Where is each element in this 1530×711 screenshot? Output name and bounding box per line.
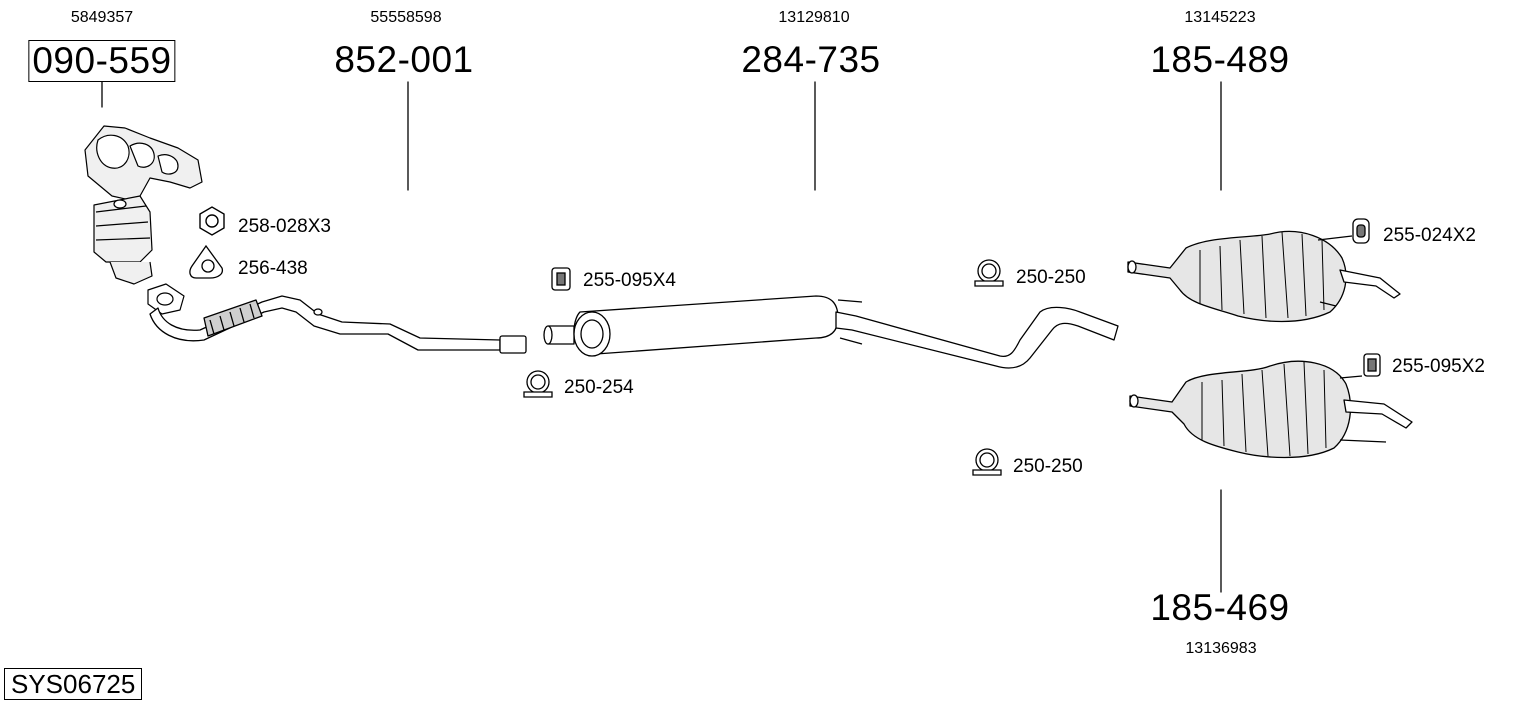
oe-number-front-pipe: 55558598 — [370, 9, 442, 26]
accessory-label-nut[interactable]: 258-028X3 — [238, 216, 331, 237]
middle-silencer-drawing — [543, 295, 1119, 369]
accessory-label-rubber-mount-mid[interactable]: 255-095X4 — [583, 270, 676, 291]
rubber-mount-icon — [1363, 353, 1381, 377]
clamp-icon — [974, 259, 1004, 287]
system-code: SYS06725 — [4, 668, 143, 700]
rear-silencer-2-drawing — [1129, 360, 1413, 459]
oe-number-catalyst: 5849357 — [70, 9, 134, 26]
oe-number-rear-silencer-1: 13145223 — [1184, 9, 1256, 26]
accessory-label-rubber-ring-rear[interactable]: 255-024X2 — [1383, 225, 1476, 246]
rubber-ring-icon — [1352, 218, 1370, 244]
part-number-rear-silencer-1[interactable]: 185-489 — [1150, 39, 1290, 80]
accessory-label-clamp-front[interactable]: 250-254 — [564, 377, 634, 398]
accessory-label-clamp-mid[interactable]: 250-250 — [1016, 267, 1086, 288]
oe-number-rear-silencer-2: 13136983 — [1185, 640, 1257, 657]
part-number-catalyst[interactable]: 090-559 — [28, 40, 176, 82]
part-number-front-pipe[interactable]: 852-001 — [334, 39, 474, 80]
oe-number-middle-silencer: 13129810 — [778, 9, 850, 26]
gasket-icon — [189, 244, 224, 279]
part-number-middle-silencer[interactable]: 284-735 — [741, 39, 881, 80]
catalyst-manifold-drawing — [84, 125, 203, 315]
front-pipe-drawing — [149, 295, 527, 354]
rubber-mount-icon — [551, 267, 571, 291]
accessory-label-clamp-rear[interactable]: 250-250 — [1013, 456, 1083, 477]
rear-silencer-1-drawing — [1127, 230, 1401, 323]
hex-nut-icon — [199, 206, 225, 236]
accessory-label-rubber-mount-rear[interactable]: 255-095X2 — [1392, 356, 1485, 377]
accessory-label-gasket[interactable]: 256-438 — [238, 258, 308, 279]
clamp-icon — [523, 370, 553, 398]
part-number-rear-silencer-2[interactable]: 185-469 — [1150, 587, 1290, 628]
clamp-icon — [972, 448, 1002, 476]
